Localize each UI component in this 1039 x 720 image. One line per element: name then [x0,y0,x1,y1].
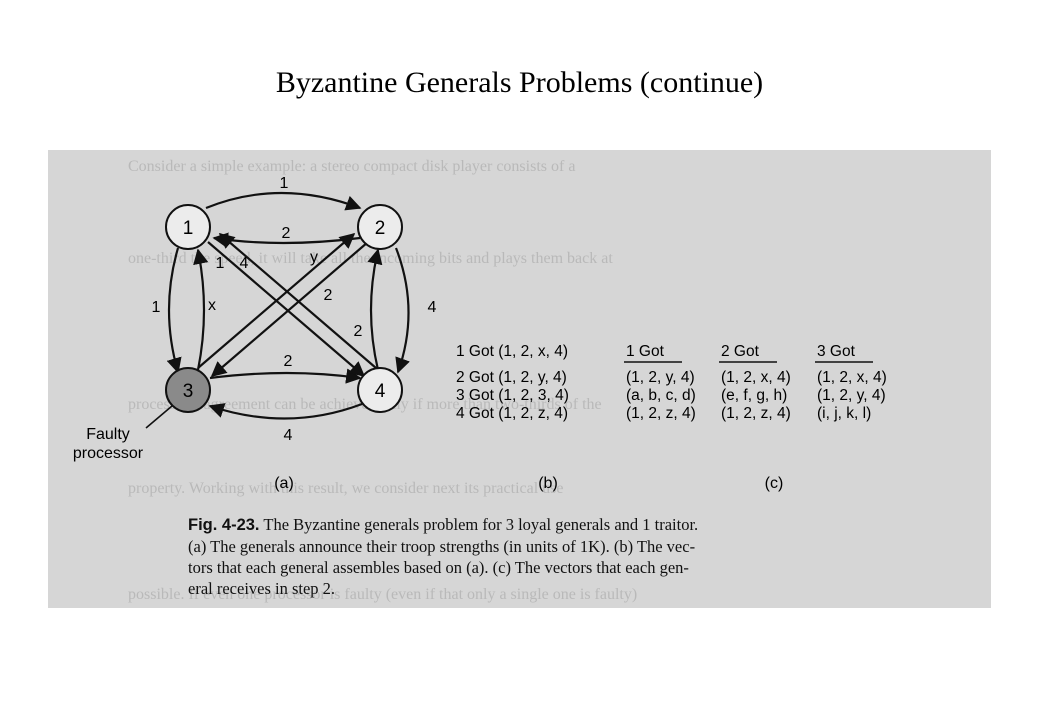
part-label-a: (a) [274,475,294,492]
edge-1-to-3 [166,247,182,374]
bleed-through-text: property. Working with this result, we c… [128,480,564,497]
node-2-circle [357,204,403,250]
node-1-circle [165,204,211,250]
vector-b-3: 3 Got (1, 2, 3, 4) [456,387,569,404]
part-label-c: (c) [765,475,784,492]
edge-4-to-3 [208,402,363,420]
byzantine-diagram: 1 2 3 4 1 2 y 1 4 x 1 4 2 2 2 4 Faulty p… [73,175,887,492]
vector-b-1: 1 Got (1, 2, x, 4) [456,343,568,360]
table-c-header-1: 1 Got [626,343,665,360]
table-c-cell: (1, 2, y, 4) [817,387,886,404]
table-c-cell: (e, f, g, h) [721,387,787,404]
node-3-circle [165,367,211,413]
caption-line-1: The Byzantine generals problem for 3 loy… [263,515,699,534]
edge-label-2-to-1: 2 [282,225,291,242]
caption-line-2: (a) The generals announce their troop st… [188,537,696,556]
node-1-label: 1 [183,218,194,239]
node-4-circle [357,367,403,413]
edge-2-to-3 [210,241,369,378]
faulty-pointer-line [145,405,173,429]
caption-line-4: eral receives in step 2. [188,579,336,598]
edge-1-to-2 [205,191,362,211]
table-c-cell: (1, 2, z, 4) [626,405,696,422]
edge-label-3-to-1: x [208,297,216,314]
edge-1-to-4 [207,241,366,378]
table-c-cell: (1, 2, z, 4) [721,405,791,422]
edge-label-4-to-3: 4 [284,427,293,444]
vector-b-2: 2 Got (1, 2, y, 4) [456,369,567,386]
edge-label-4-to-1: 4 [240,255,249,272]
table-c-cell: (i, j, k, l) [817,405,871,422]
table-c-cell: (a, b, c, d) [626,387,696,404]
edge-label-2-to-3: 2 [324,287,333,304]
node-3-label: 3 [183,381,194,402]
caption-label: Fig. 4-23. [188,516,260,534]
table-c-cell: (1, 2, y, 4) [626,369,695,386]
faulty-label-line1: Faulty [86,426,130,443]
table-c-cell: (1, 2, x, 4) [817,369,887,386]
edge-label-3-to-2: y [310,249,318,266]
bleed-through-text: Consider a simple example: a stereo comp… [128,158,576,175]
edge-label-1-to-4: 1 [216,255,225,272]
table-c-header-3: 3 Got [817,343,856,360]
figure-caption: Fig. 4-23. The Byzantine generals proble… [188,514,888,599]
edge-4-to-2 [367,248,383,371]
node-2-label: 2 [375,218,386,239]
edge-label-3-to-4: 2 [284,353,293,370]
edge-label-4-to-2: 2 [354,323,363,340]
edge-3-to-2 [197,232,356,369]
faulty-label-line2: processor [73,445,144,462]
edge-3-to-4 [209,368,362,384]
edge-label-1-to-3: 1 [152,299,161,316]
bleed-through-text: possible. If even one processor is fault… [128,586,638,603]
caption-line-3: tors that each general assembles based o… [188,558,689,577]
vector-b-4: 4 Got (1, 2, z, 4) [456,405,568,422]
part-label-b: (b) [538,475,558,492]
edge-3-to-1 [193,248,209,371]
slide-title: Byzantine Generals Problems (continue) [275,66,764,99]
node-4-label: 4 [375,381,386,402]
table-c-header-2: 2 Got [721,343,760,360]
edge-label-2-to-4: 4 [428,299,437,316]
table-c-cell: (1, 2, x, 4) [721,369,791,386]
edge-2-to-4 [394,247,410,374]
figure-scan: Consider a simple example: a stereo comp… [48,150,991,608]
edge-label-1-to-2: 1 [280,175,289,192]
